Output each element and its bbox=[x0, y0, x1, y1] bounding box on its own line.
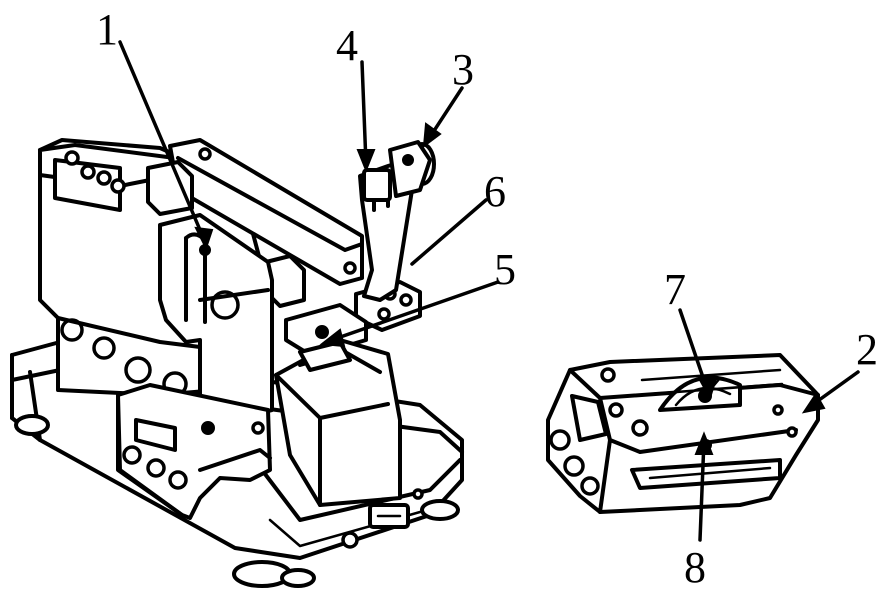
arrow-5 bbox=[319, 328, 346, 348]
front-bracket bbox=[116, 383, 272, 520]
label-1: 1 bbox=[96, 5, 118, 54]
label-3: 3 bbox=[452, 45, 474, 94]
label-6: 6 bbox=[484, 167, 506, 216]
leader-4 bbox=[360, 60, 368, 166]
label-8: 8 bbox=[684, 543, 706, 592]
arrow-3 bbox=[422, 122, 442, 149]
leader-7 bbox=[678, 308, 710, 394]
leader-5 bbox=[324, 280, 500, 344]
v-block bbox=[274, 338, 402, 507]
callout-labels: 1 2 3 4 5 6 7 8 bbox=[96, 5, 878, 592]
label-2: 2 bbox=[856, 325, 878, 374]
leader-8 bbox=[698, 438, 706, 542]
arrow-8 bbox=[694, 431, 714, 455]
arrow-7 bbox=[698, 376, 718, 401]
main-fixture-assembly bbox=[10, 138, 464, 588]
leader-6 bbox=[410, 198, 488, 266]
label-5: 5 bbox=[494, 245, 516, 294]
arrow-1 bbox=[194, 226, 214, 251]
detached-template bbox=[546, 353, 820, 514]
label-7: 7 bbox=[664, 265, 686, 314]
leader-lines bbox=[118, 40, 860, 542]
hinged-lever bbox=[358, 140, 436, 302]
arrow-4 bbox=[356, 149, 376, 173]
leader-1 bbox=[118, 40, 208, 246]
label-4: 4 bbox=[336, 21, 358, 70]
arrow-2 bbox=[801, 392, 826, 414]
top-rail bbox=[146, 138, 364, 308]
